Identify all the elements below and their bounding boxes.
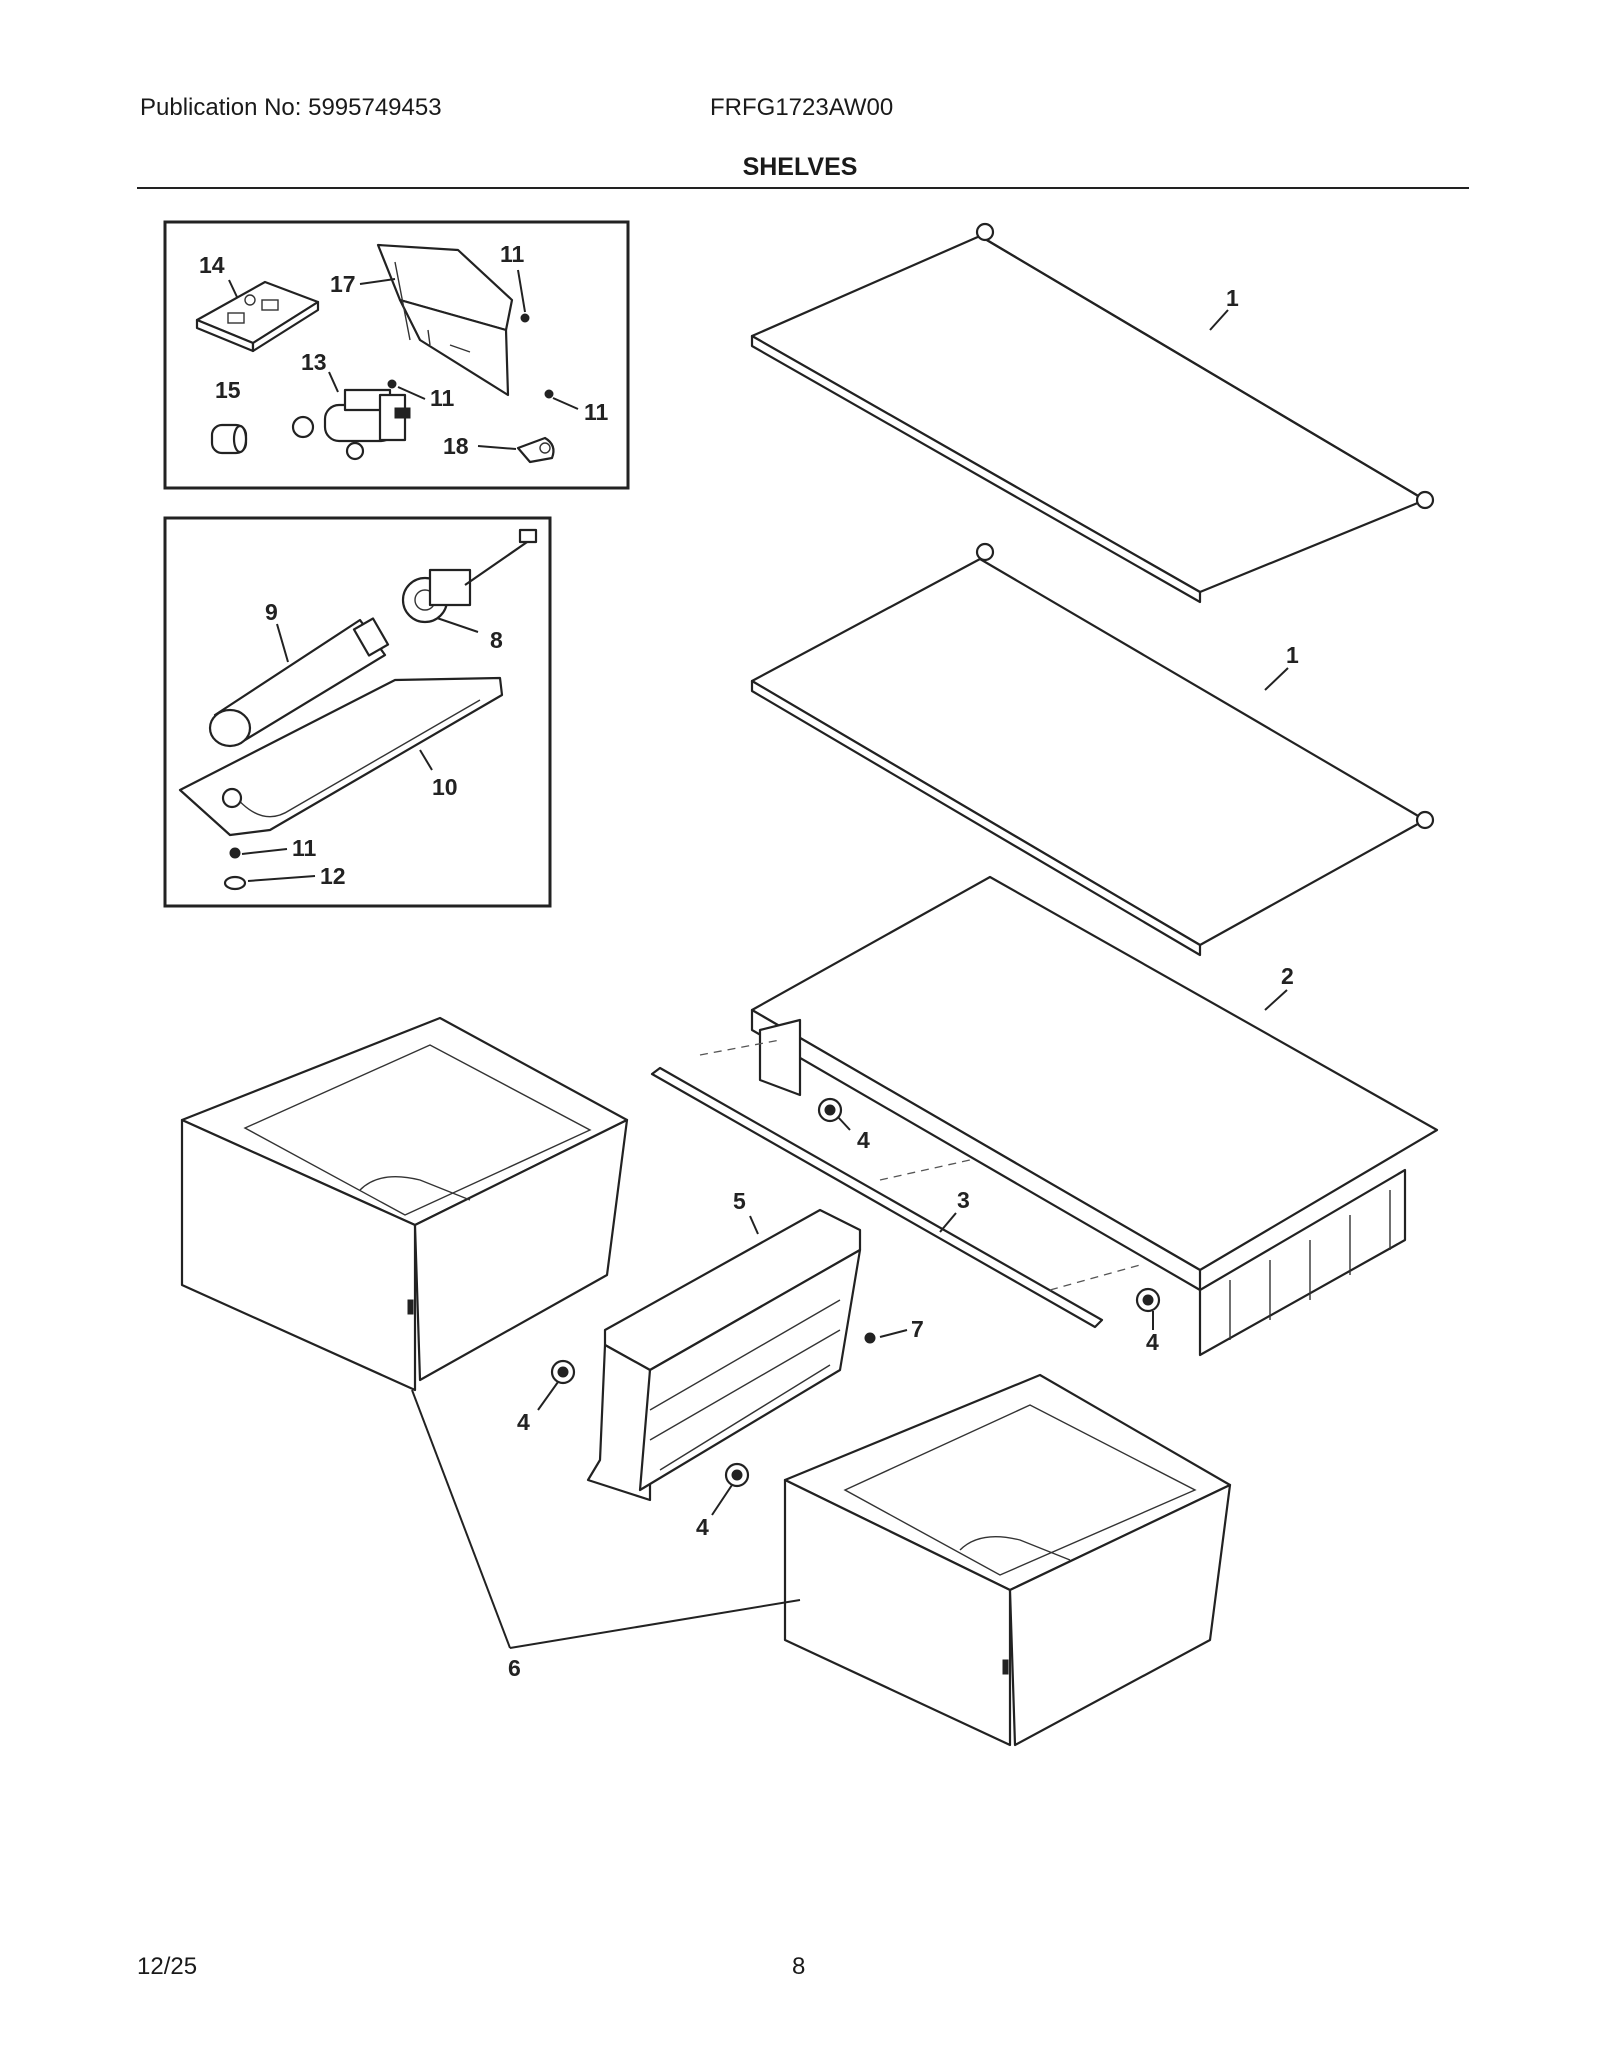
pan-right-part (783, 1373, 1232, 1747)
callout-screw-divider: 7 (911, 1316, 924, 1342)
callout-trim-strip: 3 (957, 1187, 970, 1213)
inset-box-valve: 14 17 11 13 15 11 11 18 (163, 220, 630, 490)
pan-left-part (180, 1016, 629, 1392)
callout-screw-box1-mid: 11 (430, 385, 455, 411)
valve-part (291, 388, 411, 461)
callout-filter-cartridge: 9 (265, 599, 278, 625)
model-number: FRFG1723AW00 (710, 94, 894, 121)
callout-filter-head: 8 (490, 627, 503, 653)
callout-shelf-top: 1 (1226, 285, 1239, 311)
cover-part (376, 243, 514, 397)
inset-box-filter: 9 8 10 11 12 (163, 516, 552, 908)
footer-page-number: 8 (792, 1953, 806, 1980)
bracket-part (195, 280, 320, 353)
publication-number: Publication No: 5995749453 (140, 94, 442, 121)
trim-strip-part (650, 1066, 1104, 1329)
clip-part (516, 436, 555, 464)
filter-head-part (401, 528, 538, 624)
crisper-cover-part (750, 875, 1439, 1357)
callout-roller-divider-bottom: 4 (696, 1514, 709, 1540)
filter-cartridge-part (208, 617, 390, 748)
shelf-mid-part (750, 542, 1435, 957)
callout-screw-box2: 11 (292, 835, 317, 861)
callout-bracket: 14 (199, 252, 225, 278)
cap-part (210, 423, 248, 455)
callout-cap: 15 (215, 377, 241, 403)
shelf-top-part (750, 222, 1435, 604)
callout-crisper-cover: 2 (1281, 963, 1294, 989)
footer-date: 12/25 (137, 1953, 198, 1980)
callout-shelf-mid: 1 (1286, 642, 1299, 668)
divider-part (586, 1208, 862, 1502)
header-rule (137, 187, 1469, 189)
callout-filter-housing: 10 (432, 774, 458, 800)
roller-parts (550, 1097, 1161, 1488)
callout-roller-right: 4 (1146, 1329, 1159, 1355)
callout-roller-upper: 4 (857, 1127, 870, 1153)
callout-screw-box1-right: 11 (584, 399, 609, 425)
callout-cover: 17 (330, 271, 356, 297)
callout-clip: 18 (443, 433, 469, 459)
callout-divider: 5 (733, 1188, 746, 1214)
callout-pans: 6 (508, 1655, 521, 1681)
callout-roller-divider-left: 4 (517, 1409, 530, 1435)
callout-valve: 13 (301, 349, 327, 375)
callout-washer: 12 (320, 863, 346, 889)
page-title: SHELVES (742, 153, 858, 181)
callout-screw-box1-top: 11 (500, 241, 525, 267)
